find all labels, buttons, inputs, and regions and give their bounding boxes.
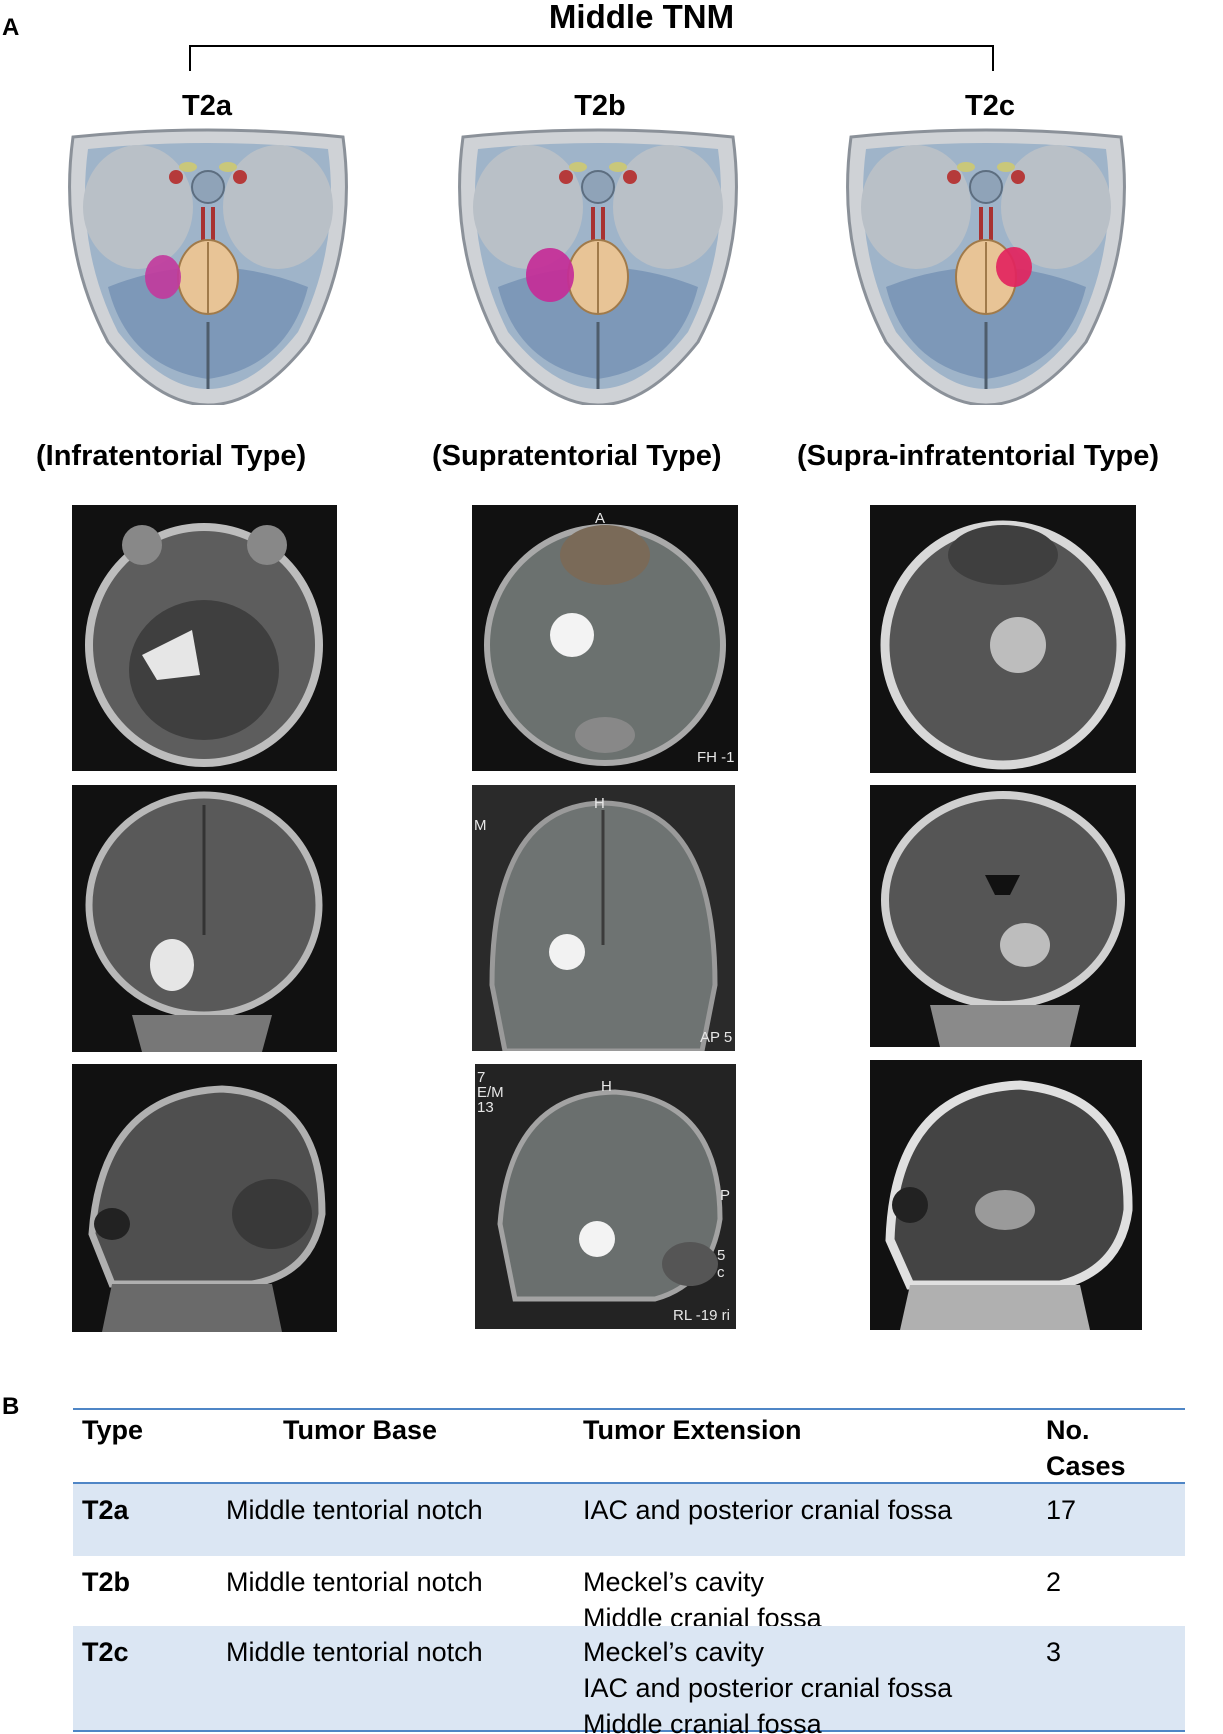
skull-base-illustration-t2a: [68, 128, 348, 407]
tumor-type-table: Type Tumor Base Tumor Extension No. Case…: [73, 1408, 1185, 1734]
mri-t2a-axial: [72, 505, 337, 771]
supratentorial-type-label: (Supratentorial Type): [432, 440, 722, 472]
row-tumor-extension: Meckel’s cavity IAC and posterior crania…: [583, 1637, 953, 1734]
mri-annotation-rl: RL -19 ri: [673, 1307, 730, 1324]
mri-annotation-fh: FH -1: [697, 749, 735, 766]
skull-base-illustration-t2c: [846, 128, 1126, 407]
mri-t2a-sagittal: [72, 1064, 337, 1332]
header-tumor-extension: Tumor Extension: [583, 1415, 802, 1445]
mri-t2c-coronal: [870, 785, 1136, 1047]
mri-annotation-5c: 5 c: [717, 1247, 726, 1281]
mri-t2c-sagittal: [870, 1060, 1142, 1330]
row-tumor-extension: IAC and posterior cranial fossa: [583, 1495, 953, 1525]
mri-annotation-a: A: [595, 510, 606, 527]
table-row: T2a Middle tentorial notch IAC and poste…: [73, 1484, 1185, 1556]
header-tumor-base: Tumor Base: [283, 1415, 438, 1445]
row-type: T2a: [82, 1495, 129, 1525]
panel-a-letter: A: [2, 14, 20, 41]
skull-base-diagram-t2a: [58, 127, 358, 407]
row-no-cases: 3: [1046, 1637, 1062, 1667]
row-tumor-base: Middle tentorial notch: [226, 1567, 483, 1597]
row-no-cases: 17: [1046, 1495, 1077, 1525]
mri-t2b-axial: A FH -1: [472, 505, 738, 771]
mri-annotation-h2: H: [601, 1078, 612, 1095]
mri-annotation-m: M: [474, 817, 487, 834]
skull-base-illustration-t2b: [458, 128, 738, 407]
mri-t2c-axial: [870, 505, 1136, 773]
row-tumor-base: Middle tentorial notch: [226, 1495, 483, 1525]
infratentorial-type-label: (Infratentorial Type): [36, 440, 307, 472]
mri-annotation-sagittal-left: 7 E/M 13: [477, 1069, 504, 1116]
mri-t2b-coronal: H M AP 5: [472, 785, 735, 1051]
supra-infratentorial-type-label: (Supra-infratentorial Type): [797, 440, 1159, 472]
mri-t2a-coronal: [72, 785, 337, 1052]
table-header-row: Type Tumor Base Tumor Extension No. Case…: [73, 1408, 1185, 1484]
row-tumor-base: Middle tentorial notch: [226, 1637, 483, 1667]
row-type: T2c: [82, 1637, 129, 1667]
figure-title: Middle TNM: [548, 0, 735, 35]
table-row: T2b Middle tentorial notch Meckel’s cavi…: [73, 1556, 1185, 1633]
header-no-cases: No. Cases: [1046, 1415, 1126, 1481]
title-bracket: [189, 45, 994, 71]
skull-base-diagram-t2c: [836, 127, 1136, 407]
t2c-label: T2c: [965, 90, 1015, 122]
header-type: Type: [82, 1415, 144, 1445]
row-no-cases: 2: [1046, 1567, 1062, 1597]
t2a-label: T2a: [182, 90, 232, 122]
table-row: T2c Middle tentorial notch Meckel’s cavi…: [73, 1626, 1185, 1734]
mri-t2b-sagittal: H 7 E/M 13 P 5 c RL -19 ri: [475, 1064, 736, 1329]
t2b-label: T2b: [574, 90, 626, 122]
row-type: T2b: [82, 1567, 131, 1597]
mri-annotation-h: H: [594, 795, 605, 812]
skull-base-diagram-t2b: [448, 127, 748, 407]
mri-annotation-p: P: [720, 1187, 731, 1204]
mri-annotation-ap: AP 5: [700, 1029, 733, 1046]
panel-b-letter: B: [2, 1393, 20, 1420]
